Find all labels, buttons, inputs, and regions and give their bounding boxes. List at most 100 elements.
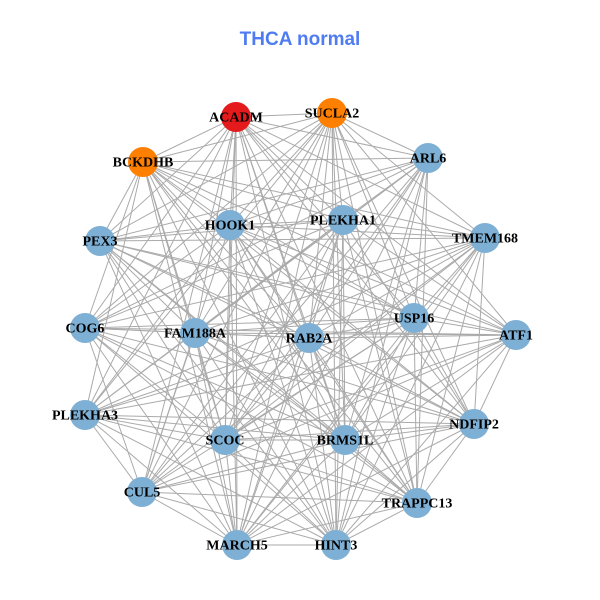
edge-PEX3-HINT3 xyxy=(99,240,337,546)
node-label: NDFIP2 xyxy=(449,418,499,433)
edge-NDFIP2-TRAPPC13 xyxy=(416,423,475,504)
edge-ARL6-BRMS1L xyxy=(344,157,429,441)
edge-SUCLA2-TMEM168 xyxy=(331,112,486,239)
node-label: COG6 xyxy=(66,322,105,337)
edge-ACADM-MARCH5 xyxy=(235,116,238,546)
edge-COG6-SCOC xyxy=(84,327,226,441)
node-march5[interactable]: MARCH5 xyxy=(206,530,268,560)
edge-BCKDHB-HOOK1 xyxy=(142,161,231,226)
edge-BRMS1L-MARCH5 xyxy=(236,439,346,546)
edge-TMEM168-BRMS1L xyxy=(344,237,486,441)
edge-SCOC-MARCH5 xyxy=(224,439,238,546)
node-cog6[interactable]: COG6 xyxy=(66,313,105,343)
edge-TMEM168-SCOC xyxy=(224,237,486,441)
node-label: MARCH5 xyxy=(206,539,267,554)
node-hint3[interactable]: HINT3 xyxy=(315,530,358,560)
edge-ACADM-SCOC xyxy=(224,116,237,441)
edge-RAB2A-NDFIP2 xyxy=(308,337,475,425)
node-arl6[interactable]: ARL6 xyxy=(410,143,447,173)
edge-ARL6-HINT3 xyxy=(335,157,429,546)
node-circle xyxy=(317,98,347,128)
node-circle xyxy=(85,226,115,256)
edge-ATF1-MARCH5 xyxy=(236,334,517,546)
edge-ATF1-SCOC xyxy=(224,334,517,441)
node-brms1l[interactable]: BRMS1L xyxy=(317,425,374,455)
edge-CUL5-MARCH5 xyxy=(141,491,238,546)
edge-COG6-USP16 xyxy=(84,317,415,329)
node-label: HOOK1 xyxy=(205,219,256,234)
edge-PLEKHA3-CUL5 xyxy=(84,414,143,493)
node-usp16[interactable]: USP16 xyxy=(394,303,434,333)
edge-ACADM-NDFIP2 xyxy=(235,116,475,425)
edge-SCOC-HINT3 xyxy=(224,439,337,546)
node-plekha1[interactable]: PLEKHA1 xyxy=(310,205,376,235)
node-sucla2[interactable]: SUCLA2 xyxy=(305,98,359,128)
node-plekha3[interactable]: PLEKHA3 xyxy=(52,400,118,430)
node-circle xyxy=(180,318,210,348)
edge-BCKDHB-NDFIP2 xyxy=(142,161,475,425)
edge-BRMS1L-CUL5 xyxy=(141,439,346,493)
node-cul5[interactable]: CUL5 xyxy=(124,477,161,507)
node-label: PLEKHA3 xyxy=(52,409,118,424)
edge-HOOK1-HINT3 xyxy=(229,224,337,546)
node-pex3[interactable]: PEX3 xyxy=(83,226,118,256)
node-scoc[interactable]: SCOC xyxy=(206,425,245,455)
edge-USP16-CUL5 xyxy=(141,317,415,493)
edge-ACADM-PLEKHA3 xyxy=(84,116,237,416)
edge-COG6-BRMS1L xyxy=(84,327,346,441)
edge-TRAPPC13-HINT3 xyxy=(335,502,418,546)
edge-ACADM-TMEM168 xyxy=(235,116,486,239)
node-bckdhb[interactable]: BCKDHB xyxy=(113,147,174,177)
edge-PEX3-NDFIP2 xyxy=(99,240,475,425)
edge-ARL6-PEX3 xyxy=(99,157,429,242)
node-atf1[interactable]: ATF1 xyxy=(499,320,533,350)
edge-SUCLA2-HINT3 xyxy=(331,112,337,546)
node-label: USP16 xyxy=(394,312,434,327)
node-rab2a[interactable]: RAB2A xyxy=(286,323,334,353)
edge-USP16-MARCH5 xyxy=(236,317,415,546)
node-label: HINT3 xyxy=(315,539,358,554)
node-tmem168[interactable]: TMEM168 xyxy=(452,223,518,253)
node-label: ATF1 xyxy=(499,329,533,344)
edge-PLEKHA1-COG6 xyxy=(84,219,344,329)
edges-layer xyxy=(84,112,517,546)
node-ndfip2[interactable]: NDFIP2 xyxy=(449,409,499,439)
edge-NDFIP2-MARCH5 xyxy=(236,423,475,546)
edge-PEX3-ATF1 xyxy=(99,240,517,336)
edge-SUCLA2-HOOK1 xyxy=(229,112,333,226)
node-label: BRMS1L xyxy=(317,434,374,449)
node-circle xyxy=(328,205,358,235)
node-trappc13[interactable]: TRAPPC13 xyxy=(382,488,453,518)
edge-FAM188A-TRAPPC13 xyxy=(194,332,418,504)
edge-TMEM168-TRAPPC13 xyxy=(416,237,486,504)
edge-ATF1-BRMS1L xyxy=(344,334,517,441)
edge-PLEKHA1-TMEM168 xyxy=(342,219,486,239)
node-acadm[interactable]: ACADM xyxy=(209,102,263,132)
edge-ARL6-TRAPPC13 xyxy=(416,157,429,504)
edge-ACADM-TRAPPC13 xyxy=(235,116,418,504)
edge-ATF1-HINT3 xyxy=(335,334,517,546)
edge-PLEKHA1-RAB2A xyxy=(308,219,344,339)
node-hook1[interactable]: HOOK1 xyxy=(205,210,256,240)
edge-RAB2A-MARCH5 xyxy=(236,337,310,546)
node-circle xyxy=(221,102,251,132)
edge-HOOK1-USP16 xyxy=(229,224,415,319)
edge-PLEKHA1-BRMS1L xyxy=(342,219,346,441)
edge-ATF1-CUL5 xyxy=(141,334,517,493)
edge-PLEKHA1-HINT3 xyxy=(335,219,344,546)
edge-RAB2A-USP16 xyxy=(308,317,415,339)
edge-NDFIP2-HINT3 xyxy=(335,423,475,546)
edge-USP16-HINT3 xyxy=(335,317,415,546)
edge-FAM188A-HINT3 xyxy=(194,332,337,546)
node-label: ACADM xyxy=(209,111,263,126)
node-label: BCKDHB xyxy=(113,156,174,171)
node-fam188a[interactable]: FAM188A xyxy=(164,318,227,348)
edge-PEX3-TMEM168 xyxy=(99,237,486,242)
node-circle xyxy=(215,210,245,240)
edge-BCKDHB-RAB2A xyxy=(142,161,310,339)
edge-ATF1-NDFIP2 xyxy=(473,334,517,425)
node-label: SUCLA2 xyxy=(305,107,359,122)
edge-BCKDHB-PLEKHA1 xyxy=(142,161,344,221)
